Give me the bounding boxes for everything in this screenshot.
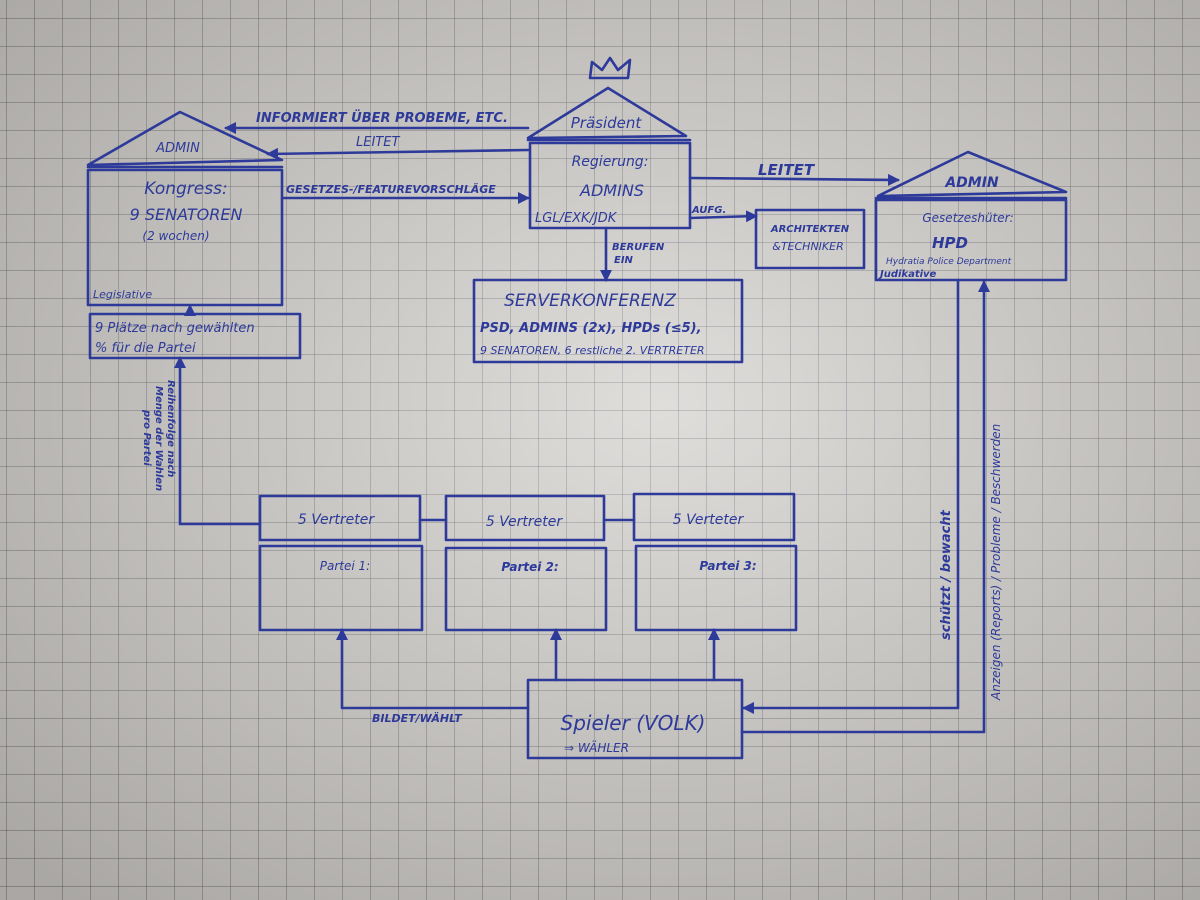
hpd-title: Gesetzeshüter: (922, 211, 1013, 225)
edge-proposals-label: GESETZES-/FEATUREVORSCHLÄGE (286, 182, 496, 196)
president-label: Präsident (571, 114, 643, 132)
hpd-subtitle: Hydratia Police Department (886, 257, 1012, 267)
edge-order-label-1: Reihenfolge nach (165, 380, 176, 477)
hpd-box (874, 198, 1068, 282)
server-conference-line1: PSD, ADMINS (2x), HPDs (≤5), (480, 321, 702, 336)
party-3-name: Partei 3: (699, 559, 756, 573)
party-2-reps: 5 Vertreter (486, 514, 563, 530)
edge-protects-label: schützt / bewacht (939, 509, 954, 640)
edge-forms-elects-label: BILDET/WÄHLT (372, 711, 463, 725)
edge-assigns-label: AUFG. (691, 205, 726, 216)
legislative-label: Legislative (93, 288, 152, 301)
edge-reports-label: Anzeigen (Reports) / Probleme / Beschwer… (989, 424, 1003, 701)
edge-leads-congress: LEITET (266, 135, 530, 160)
edge-order: Reihenfolge nach Menge der Wahlen pro Pa… (141, 356, 262, 526)
server-conference-line2: 9 SENATOREN, 6 restliche 2. VERTRETER (480, 344, 705, 357)
edge-reports: Anzeigen (Reports) / Probleme / Beschwer… (740, 280, 1003, 734)
edge-informs-label: INFORMIERT ÜBER PROBEME, ETC. (256, 110, 508, 126)
edge-protects: schützt / bewacht (742, 278, 960, 714)
hpd-admin-label: ADMIN (944, 175, 999, 191)
seats-line1: 9 Plätze nach gewählten (95, 321, 255, 336)
edge-informs: INFORMIERT ÜBER PROBEME, ETC. (224, 110, 530, 134)
government-body: ADMINS (579, 181, 644, 200)
congress-roof (86, 110, 284, 167)
judicative-label: Judikative (878, 269, 937, 280)
server-conference-node[interactable]: SERVERKONFERENZ PSD, ADMINS (2x), HPDs (… (472, 278, 744, 364)
edge-convenes-label-1: BERUFEN (612, 242, 665, 253)
edge-order-label-2: Menge der Wahlen (153, 386, 164, 491)
players-node[interactable]: Spieler (VOLK) ⇒ WÄHLER (526, 678, 744, 760)
hpd-body: HPD (932, 234, 968, 252)
edge-leads-congress-label: LEITET (356, 135, 400, 150)
congress-node[interactable]: ADMIN Kongress: 9 SENATOREN (2 wochen) L… (86, 110, 302, 360)
congress-admin-label: ADMIN (155, 141, 200, 156)
president-node[interactable]: Präsident Regierung: ADMINS LGL/EXK/JDK (526, 86, 692, 230)
players-title: Spieler (VOLK) (561, 711, 706, 735)
government-title: Regierung: (572, 154, 649, 170)
congress-body: 9 SENATOREN (130, 205, 243, 224)
hpd-node[interactable]: ADMIN Gesetzeshüter: HPD Hydratia Police… (874, 150, 1068, 282)
president-roof (526, 86, 688, 140)
edge-proposals: GESETZES-/FEATUREVORSCHLÄGE (280, 182, 530, 204)
edge-leads-hpd: LEITET (688, 161, 900, 186)
edge-convenes: BERUFEN EIN (600, 226, 665, 282)
architects-node[interactable]: ARCHITEKTEN &TECHNIKER (754, 208, 866, 270)
congress-title: Kongress: (144, 179, 227, 199)
edge-assigns: AUFG. (688, 205, 758, 223)
crown-icon (588, 56, 632, 80)
party-1-name: Partei 1: (320, 559, 370, 573)
party-2-name: Partei 2: (501, 560, 558, 574)
congress-note: (2 wochen) (142, 229, 209, 243)
party-1-node[interactable]: 5 Vertreter Partei 1: (258, 494, 424, 632)
hpd-roof (876, 150, 1068, 198)
architects-line1: ARCHITEKTEN (770, 224, 850, 235)
government-box (528, 141, 692, 230)
party-3-reps: 5 Verteter (673, 512, 745, 528)
edge-forms-elects: BILDET/WÄHLT (336, 628, 720, 725)
government-footer: LGL/EXK/JDK (535, 211, 618, 226)
edge-leads-hpd-label: LEITET (758, 161, 816, 179)
seats-line2: % für die Partei (95, 341, 196, 356)
party-3-node[interactable]: 5 Verteter Partei 3: (632, 492, 798, 632)
architects-line2: &TECHNIKER (772, 240, 843, 253)
edge-convenes-label-2: EIN (614, 255, 634, 266)
players-subtitle: ⇒ WÄHLER (564, 740, 629, 755)
party-1-reps: 5 Vertreter (298, 512, 375, 528)
edge-order-label-3: pro Partei (141, 409, 152, 466)
server-conference-title: SERVERKONFERENZ (504, 291, 676, 311)
party-2-node[interactable]: 5 Vertreter Partei 2: (444, 494, 608, 632)
